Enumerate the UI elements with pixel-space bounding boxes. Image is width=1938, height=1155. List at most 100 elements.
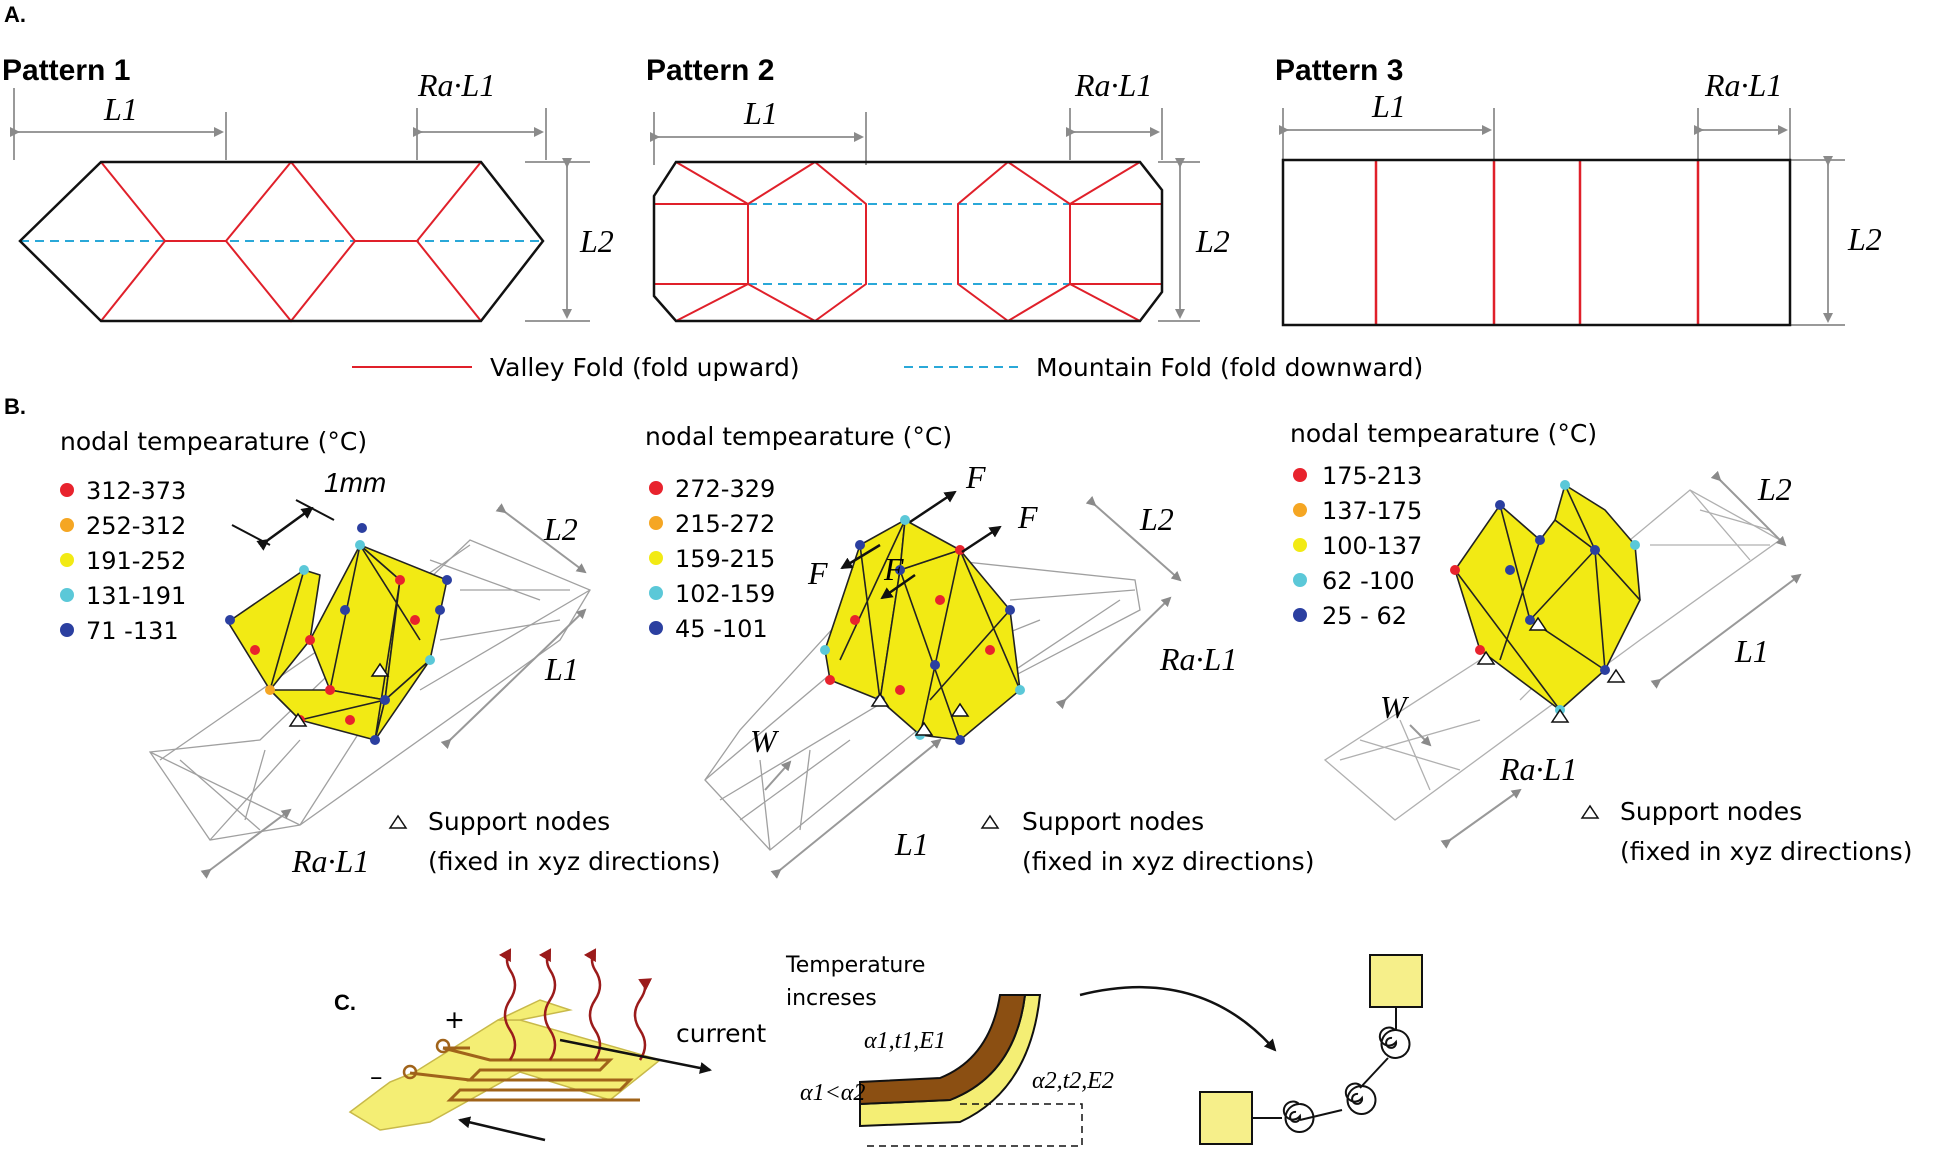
terminal-plus: [435, 1038, 451, 1054]
b2-range-4: 102-159: [675, 580, 775, 608]
b2-temp-title: nodal tempearature (°C): [645, 422, 952, 451]
b1-1mm-arrow: [256, 506, 314, 551]
b1-1mm-label: 1mm: [324, 467, 386, 498]
b2-range-3: 159-215: [675, 545, 775, 573]
p3-ral1-label: Ra·L1: [1704, 67, 1782, 103]
b3-range-1: 175-213: [1322, 462, 1422, 490]
b1-range-2: 252-312: [86, 512, 186, 540]
b2-support-line2: (fixed in xyz directions): [1022, 847, 1314, 876]
minus-sign: –: [370, 1062, 383, 1091]
section-a-label: A.: [4, 2, 26, 27]
b2-force-label: F: [965, 459, 986, 495]
p3-valley-folds: [1374, 160, 1700, 325]
b3-range-3: 100-137: [1322, 532, 1422, 560]
b3-support-line2: (fixed in xyz directions): [1620, 837, 1912, 866]
b1-range-dot: [60, 553, 74, 567]
coil: [1344, 1082, 1377, 1115]
b2-w-label: W: [750, 723, 780, 759]
b2-force-label: F: [883, 551, 904, 587]
actuator-chain: [1199, 954, 1423, 1145]
temp-increase-line1: Temperature: [785, 953, 925, 978]
b3-temp-title: nodal tempearature (°C): [1290, 419, 1597, 448]
b1-range-dot: [60, 588, 74, 602]
pattern-2: Pattern 2 L1 Ra·L1 L2: [646, 54, 1230, 323]
b2-ral1-label: Ra·L1: [1159, 641, 1237, 677]
b2-range-dot: [649, 481, 663, 495]
b3-support-node: [1606, 668, 1626, 683]
b3-support-node: [1528, 616, 1548, 631]
return-arrow: [458, 1116, 546, 1142]
b2-l1-arrow: [770, 738, 942, 879]
b3-range-dot: [1293, 468, 1307, 482]
b3-l1-arrow: [1650, 573, 1802, 689]
pattern-1-title: Pattern 1: [2, 54, 130, 87]
b2-range-dot: [649, 586, 663, 600]
b1-range-5: 71 -131: [86, 617, 179, 645]
b3-l2-label: L2: [1757, 471, 1792, 507]
coil: [1282, 1100, 1315, 1133]
b3-ral1-label: Ra·L1: [1499, 751, 1577, 787]
b3-range-dot: [1293, 608, 1307, 622]
link-line: [1299, 1109, 1343, 1121]
b2-range-5: 45 -101: [675, 615, 768, 643]
b-panel-1: nodal tempearature (°C) 312-373 252-312 …: [60, 427, 720, 879]
b3-w-arrow: [1409, 724, 1432, 747]
b2-support-node: [914, 721, 934, 736]
p1-outline: [18, 160, 545, 323]
b1-range-1: 312-373: [86, 477, 186, 505]
b3-support-line1: Support nodes: [1620, 797, 1802, 826]
b2-l1-label: L1: [894, 826, 929, 862]
p3-outline: [1281, 158, 1792, 327]
b2-folded-body: [824, 519, 1021, 741]
b3-range-dot: [1293, 573, 1307, 587]
b3-support-node: [1476, 650, 1496, 665]
valley-legend-label: Valley Fold (fold upward): [490, 353, 800, 382]
transition-arrow: [1079, 985, 1277, 1052]
b1-range-dot: [60, 518, 74, 532]
p3-l2-label: L2: [1847, 221, 1882, 257]
coil: [1378, 1026, 1411, 1059]
p2-outline: [652, 160, 1164, 323]
p2-l1-label: L1: [743, 95, 778, 131]
current-label: current: [676, 1019, 766, 1048]
heat-waves: [498, 948, 653, 1061]
b1-support-node: [370, 662, 390, 677]
bimorph-layer-1: [859, 994, 1027, 1106]
p2-mountain-folds: [748, 203, 1070, 285]
b1-l1-arrow: [440, 608, 587, 750]
b-panel-2: nodal tempearature (°C) 272-329 215-272 …: [645, 422, 1314, 879]
b2-range-dot: [649, 516, 663, 530]
b2-l2-label: L2: [1139, 501, 1174, 537]
b3-l1-label: L1: [1734, 633, 1769, 669]
b1-ral1-label: Ra·L1: [291, 843, 369, 879]
b3-range-dot: [1293, 503, 1307, 517]
section-c-label: C.: [334, 990, 356, 1015]
b3-ral1-arrow: [1440, 788, 1522, 849]
heater-pad: [348, 1019, 662, 1131]
bimorph-original-outline: [862, 1103, 1083, 1147]
pattern-2-title: Pattern 2: [646, 54, 774, 87]
b2-force-label: F: [1017, 499, 1038, 535]
b3-range-dot: [1293, 538, 1307, 552]
b1-folded-body: [227, 544, 448, 741]
b1-temp-legend: 312-373 252-312 191-252 131-191 71 -131: [60, 477, 186, 645]
b1-l2-label: L2: [543, 511, 578, 547]
b3-w-label: W: [1380, 689, 1410, 725]
b3-l2-arrow: [1710, 470, 1787, 547]
mountain-legend-label: Mountain Fold (fold downward): [1036, 353, 1423, 382]
b1-range-4: 131-191: [86, 582, 186, 610]
b2-range-2: 215-272: [675, 510, 775, 538]
b2-force-label: F: [807, 555, 828, 591]
b2-force-arrow: [909, 490, 957, 524]
b2-force-arrow: [840, 543, 881, 570]
layer2-label: α2,t2,E2: [1032, 1068, 1114, 1094]
b3-support-node: [1550, 708, 1570, 723]
b1-support-legend-icon: [388, 814, 408, 829]
temp-increase-line2: increses: [786, 986, 877, 1011]
bottom-square: [1199, 1091, 1253, 1145]
b2-force-arrow: [880, 573, 916, 600]
b3-range-4: 62 -100: [1322, 567, 1415, 595]
b2-support-line1: Support nodes: [1022, 807, 1204, 836]
link-line: [1359, 1057, 1389, 1089]
b2-force-arrow: [961, 525, 1002, 554]
